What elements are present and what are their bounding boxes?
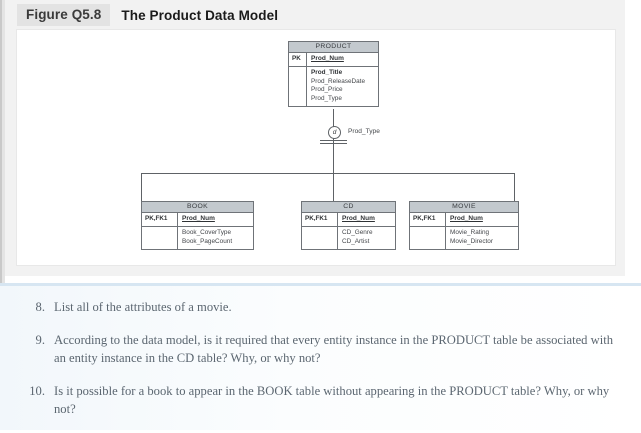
specialization-discriminator-label: Prod_Type [348,128,380,135]
disjoint-specialization-icon: d [328,126,341,139]
entity-book-key-label: PK,FK1 [142,213,178,227]
attribute: Prod_Title [311,69,343,77]
connector-drop-cd [333,173,334,202]
entity-cd-attributes: CD_Genre CD_Artist [338,227,395,249]
entity-book-attr-row: Book_CoverType Book_PageCount [142,227,253,250]
entity-product-attr-row: Prod_Title Prod_ReleaseDate Prod_Price P… [289,67,378,107]
attribute: CD_Artist [342,237,370,245]
attribute: Prod_ReleaseDate [311,77,365,85]
entity-product-key-label: PK [289,53,307,67]
entity-movie-key-label: PK,FK1 [410,213,446,227]
question-text: Is it possible for a book to appear in t… [54,384,610,416]
er-diagram-canvas: PRODUCT PK Prod_Num Prod_Title Prod_Rele… [16,29,616,266]
list-item: 10. Is it possible for a book to appear … [27,382,621,418]
entity-cd-attr-row: CD_Genre CD_Artist [302,227,395,250]
entity-cd-pk: Prod_Num [342,215,375,222]
entity-cd: CD PK,FK1 Prod_Num CD_Genre CD_Artist [301,201,396,251]
list-item: 9. According to the data model, is it re… [27,331,621,367]
entity-movie-name: MOVIE [410,202,518,213]
entity-book-pk: Prod_Num [182,215,215,222]
entity-movie-pk: Prod_Num [450,215,483,222]
questions-panel: 8. List all of the attributes of a movie… [0,283,641,430]
entity-book-attributes: Book_CoverType Book_PageCount [178,227,253,249]
attribute: Prod_Price [311,86,343,94]
figure-panel: Figure Q5.8 The Product Data Model PRODU… [5,0,625,276]
connector-drop-book [141,173,142,202]
attribute: CD_Genre [342,229,373,237]
attribute: Prod_Type [311,94,342,102]
connector-specialization-trunk [333,143,334,174]
entity-cd-key-label: PK,FK1 [302,213,338,227]
question-text: According to the data model, is it requi… [54,333,613,365]
entity-product-key-row: PK Prod_Num [289,53,378,68]
attribute: Book_PageCount [182,237,233,245]
question-number: 8. [35,300,45,314]
entity-book-key-row: PK,FK1 Prod_Num [142,213,253,228]
entity-product-key-attrs: Prod_Num [307,53,378,66]
figure-title: The Product Data Model [121,7,279,23]
entity-book-attr-keycol [142,227,178,250]
entity-movie-attributes: Movie_Rating Movie_Director [446,227,518,249]
figure-header: Figure Q5.8 The Product Data Model [17,3,278,27]
entity-cd-key-row: PK,FK1 Prod_Num [302,213,395,228]
entity-product-pk: Prod_Num [311,55,344,62]
question-text: List all of the attributes of a movie. [54,300,232,314]
questions-list: 8. List all of the attributes of a movie… [27,298,621,433]
connector-drop-movie [514,173,515,202]
attribute: Book_CoverType [182,229,232,237]
left-rail [0,0,5,283]
entity-cd-attr-keycol [302,227,338,250]
attribute: Movie_Director [450,237,493,245]
entity-movie-key-row: PK,FK1 Prod_Num [410,213,518,228]
question-number: 10. [29,384,45,398]
left-rail-edge [0,0,2,283]
entity-product-attr-keycol [289,67,307,107]
entity-movie: MOVIE PK,FK1 Prod_Num Movie_Rating Movie… [409,201,519,251]
entity-movie-attr-row: Movie_Rating Movie_Director [410,227,518,250]
entity-cd-key-attrs: Prod_Num [338,213,395,226]
figure-tag: Figure Q5.8 [17,4,111,26]
specialization-bar-upper [320,140,347,141]
question-number: 9. [35,333,45,347]
entity-book-name: BOOK [142,202,253,213]
list-item: 8. List all of the attributes of a movie… [27,298,621,316]
entity-book: BOOK PK,FK1 Prod_Num Book_CoverType Book… [141,201,254,251]
entity-book-key-attrs: Prod_Num [178,213,253,226]
entity-movie-key-attrs: Prod_Num [446,213,518,226]
entity-movie-attr-keycol [410,227,446,250]
entity-product-attributes: Prod_Title Prod_ReleaseDate Prod_Price P… [307,67,378,106]
connector-distribution-bar [141,173,514,174]
attribute: Movie_Rating [450,229,490,237]
entity-product: PRODUCT PK Prod_Num Prod_Title Prod_Rele… [288,41,379,108]
entity-cd-name: CD [302,202,395,213]
entity-product-name: PRODUCT [289,42,378,53]
